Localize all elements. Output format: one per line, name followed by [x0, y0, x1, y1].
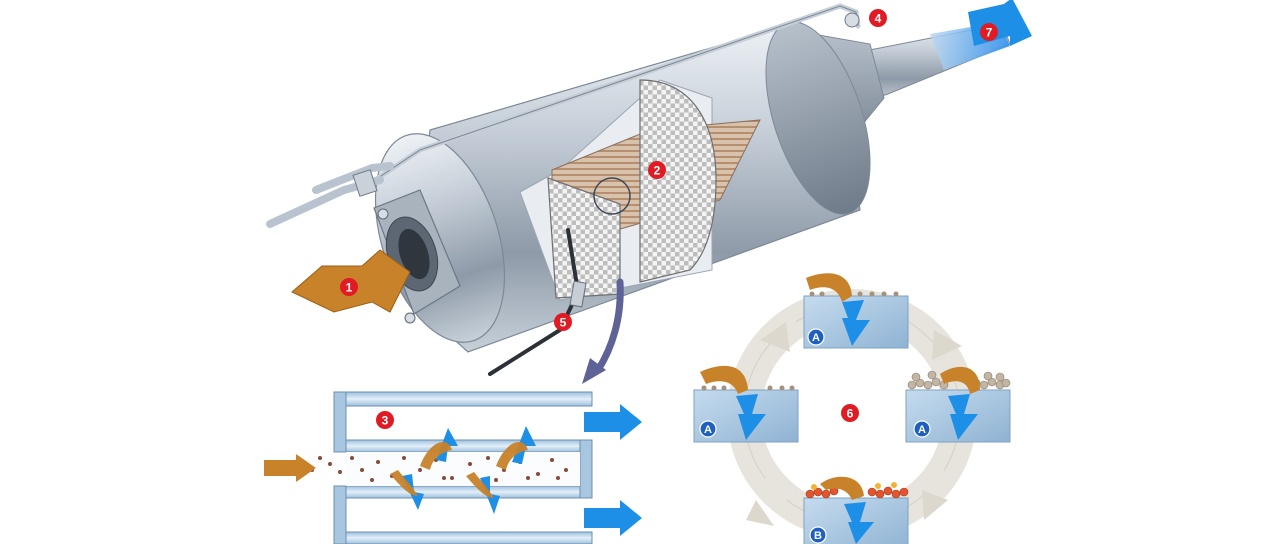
flow-down-arrow	[594, 278, 624, 374]
soot-particles	[310, 456, 568, 482]
marker-2-label: 2	[654, 164, 661, 178]
channel-inflow-arrow	[264, 454, 316, 482]
state-marker-a-right: A	[913, 420, 931, 438]
outflow-arrow-upper	[584, 404, 642, 440]
cycle-block-bottom	[803, 476, 909, 544]
state-b-bottom-label: B	[814, 530, 822, 542]
marker-3: 3	[376, 411, 394, 429]
marker-3-label: 3	[382, 414, 389, 428]
marker-1-label: 1	[346, 281, 353, 295]
state-a-left-label: A	[704, 424, 712, 436]
marker-5-label: 5	[560, 316, 567, 330]
marker-7-label: 7	[986, 26, 993, 40]
marker-7: 7	[980, 23, 998, 41]
state-a-top-label: A	[812, 332, 820, 344]
state-marker-a-top: A	[807, 328, 825, 346]
channel-wall-flow-swirls	[390, 442, 528, 498]
state-marker-b-bottom: B	[809, 526, 827, 544]
marker-6: 6	[841, 404, 859, 422]
marker-4-label: 4	[875, 12, 882, 26]
marker-1: 1	[340, 278, 358, 296]
outflow-arrow-lower	[584, 500, 642, 536]
channel-cross-section	[333, 391, 593, 544]
marker-6-label: 6	[847, 407, 854, 421]
marker-2: 2	[648, 161, 666, 179]
state-a-right-label: A	[918, 424, 926, 436]
marker-4: 4	[869, 9, 887, 27]
flow-down-arrowhead	[582, 358, 606, 384]
state-marker-a-left: A	[699, 420, 717, 438]
marker-5: 5	[554, 313, 572, 331]
